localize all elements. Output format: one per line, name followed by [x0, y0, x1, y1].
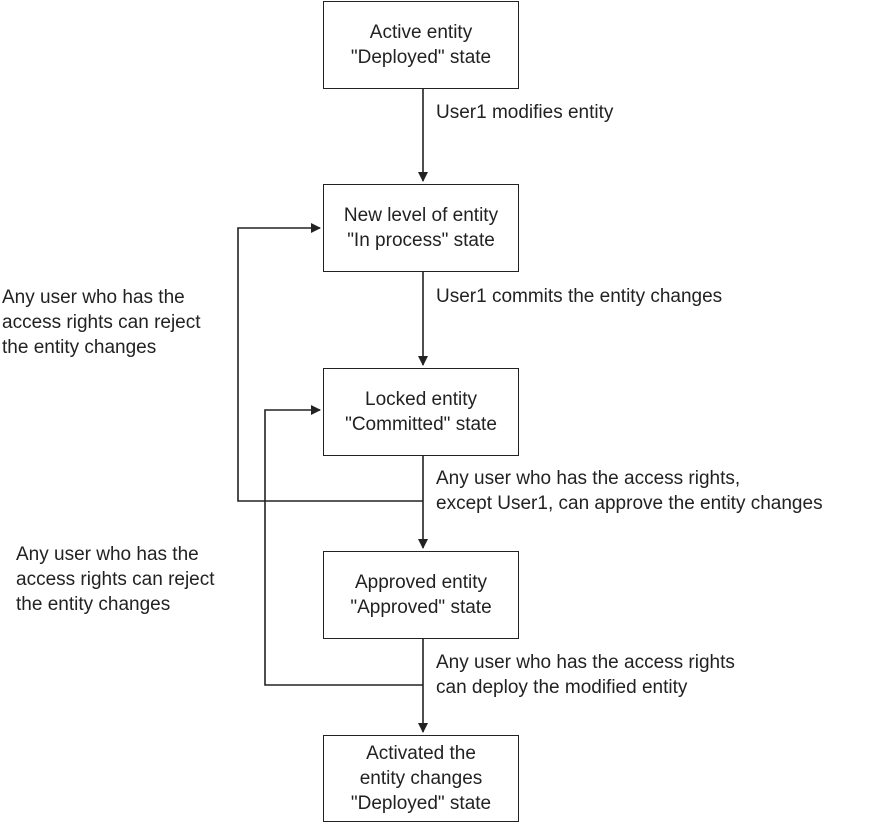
transition-label-deploy: Any user who has the access rights can d…	[436, 650, 735, 700]
reject-approval-line-2: access rights can reject	[16, 569, 215, 590]
reject-commit-line-2: access rights can reject	[2, 312, 201, 333]
transition-approve-line-2: except User1, can approve the entity cha…	[436, 493, 823, 514]
transition-approve-line-1: Any user who has the access rights,	[436, 468, 741, 489]
state-in-process-line-1: New level of entity	[343, 205, 499, 226]
state-in-process-line-2: "In process" state	[347, 230, 495, 251]
state-active-line-1: Active entity	[369, 22, 473, 43]
state-activated-line-3: "Deployed" state	[350, 793, 492, 814]
arrow-reject-to-in-process	[237, 223, 423, 502]
transition-label-modify: User1 modifies entity	[436, 100, 613, 125]
state-active-line-2: "Deployed" state	[350, 47, 492, 68]
transition-label-approve: Any user who has the access rights, exce…	[436, 466, 823, 516]
transition-modify-line-1: User1 modifies entity	[436, 102, 614, 123]
state-activated-line-1: Activated the	[366, 743, 476, 764]
transition-deploy-line-2: can deploy the modified entity	[436, 677, 688, 698]
state-committed-line-1: Locked entity	[365, 389, 477, 410]
state-box-approved: Approved entity "Approved" state	[323, 551, 519, 639]
state-box-activated: Activated the entity changes "Deployed" …	[323, 735, 519, 822]
state-box-active: Active entity "Deployed" state	[323, 1, 519, 89]
state-activated-line-2: entity changes	[359, 768, 483, 789]
transition-deploy-line-1: Any user who has the access rights	[436, 652, 735, 673]
rejection-label-commit: Any user who has the access rights can r…	[2, 285, 201, 360]
rejection-label-approval: Any user who has the access rights can r…	[16, 542, 215, 617]
arrow-reject-to-committed	[264, 405, 423, 686]
reject-approval-line-3: the entity changes	[16, 594, 171, 615]
state-approved-line-2: "Approved" state	[350, 597, 492, 618]
transition-commit-line-1: User1 commits the entity changes	[436, 286, 723, 307]
reject-commit-line-3: the entity changes	[2, 337, 157, 358]
reject-commit-line-1: Any user who has the	[2, 287, 185, 308]
reject-approval-line-1: Any user who has the	[16, 544, 199, 565]
state-committed-line-2: "Committed" state	[345, 414, 497, 435]
state-approved-line-1: Approved entity	[354, 572, 488, 593]
state-box-committed: Locked entity "Committed" state	[323, 368, 519, 456]
state-box-in-process: New level of entity "In process" state	[323, 184, 519, 272]
transition-label-commit: User1 commits the entity changes	[436, 284, 722, 309]
